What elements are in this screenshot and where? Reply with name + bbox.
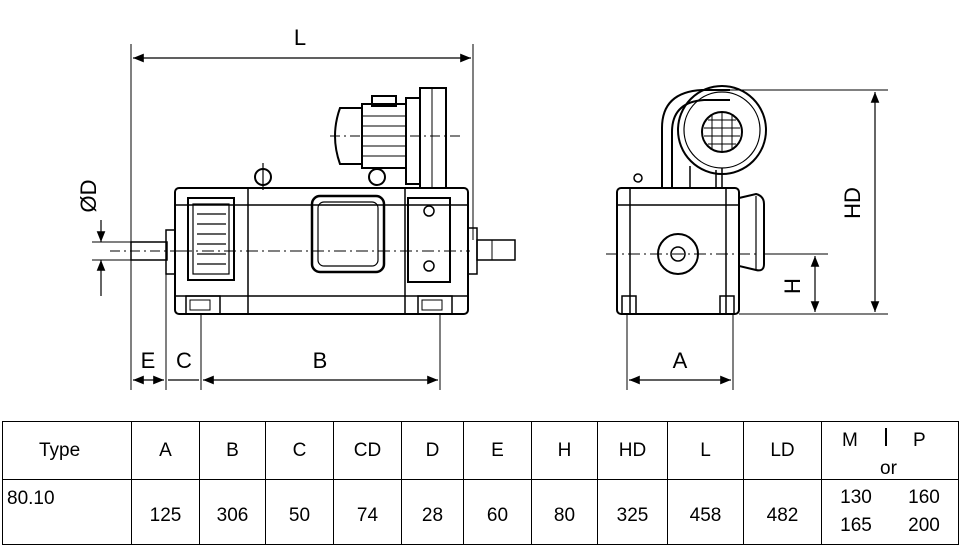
- motor-dimension-drawing: L ØD E C B HD H A: [76, 25, 888, 390]
- label-C: C: [176, 348, 192, 373]
- header-E: E: [463, 421, 532, 480]
- header-or: or: [880, 458, 897, 479]
- cell-LD: 482: [743, 479, 822, 545]
- table-header-row: Type A B C CD D E H HD L LD M P or: [2, 421, 959, 480]
- right-shaft: [476, 239, 516, 261]
- cell-P-2: 200: [908, 515, 940, 536]
- cell-P-1: 160: [908, 487, 940, 508]
- header-A: A: [131, 421, 200, 480]
- header-M: M: [842, 430, 858, 451]
- label-L: L: [294, 25, 306, 50]
- end-blower: [661, 85, 767, 188]
- end-terminal-box: [738, 192, 765, 272]
- side-view: [92, 44, 516, 390]
- label-D: ØD: [76, 180, 101, 213]
- foot-left: [185, 295, 221, 315]
- end-view: [606, 85, 888, 390]
- header-H: H: [531, 421, 598, 480]
- inspection-cover: [310, 194, 386, 274]
- foot-right: [417, 295, 453, 315]
- dimension-table: Type A B C CD D E H HD L LD M P or 80.10…: [2, 421, 959, 545]
- cell-M-2: 165: [840, 515, 872, 536]
- label-HD: HD: [840, 187, 865, 219]
- cell-L: 458: [667, 479, 744, 545]
- label-B: B: [313, 348, 328, 373]
- vent-grille: [187, 197, 235, 281]
- header-type: Type: [2, 421, 132, 480]
- header-M-P: M P or: [821, 421, 959, 480]
- header-B: B: [199, 421, 266, 480]
- cell-B: 306: [199, 479, 266, 545]
- table-row: 80.10 125 306 50 74 28 60 80 325 458 482…: [2, 479, 959, 545]
- end-shaft: [670, 246, 686, 262]
- cell-HD: 325: [597, 479, 668, 545]
- header-L: L: [667, 421, 744, 480]
- cell-H: 80: [531, 479, 598, 545]
- terminal-box: [407, 197, 451, 283]
- cell-CD: 74: [333, 479, 402, 545]
- cell-M-P: 130 165 160 200: [821, 479, 959, 545]
- lifting-eye-right: [368, 168, 386, 186]
- header-C: C: [265, 421, 334, 480]
- label-H: H: [780, 278, 805, 294]
- cell-E: 60: [463, 479, 532, 545]
- label-A: A: [673, 348, 688, 373]
- header-divider: [885, 428, 887, 446]
- cell-type: 80.10: [2, 479, 132, 545]
- cell-D: 28: [401, 479, 464, 545]
- cell-A: 125: [131, 479, 200, 545]
- header-CD: CD: [333, 421, 402, 480]
- header-LD: LD: [743, 421, 822, 480]
- cell-M-1: 130: [840, 487, 872, 508]
- header-HD: HD: [597, 421, 668, 480]
- header-D: D: [401, 421, 464, 480]
- label-E: E: [141, 348, 156, 373]
- cell-C: 50: [265, 479, 334, 545]
- blower-motor: [330, 87, 460, 189]
- end-body: [616, 187, 740, 315]
- header-P: P: [913, 430, 926, 451]
